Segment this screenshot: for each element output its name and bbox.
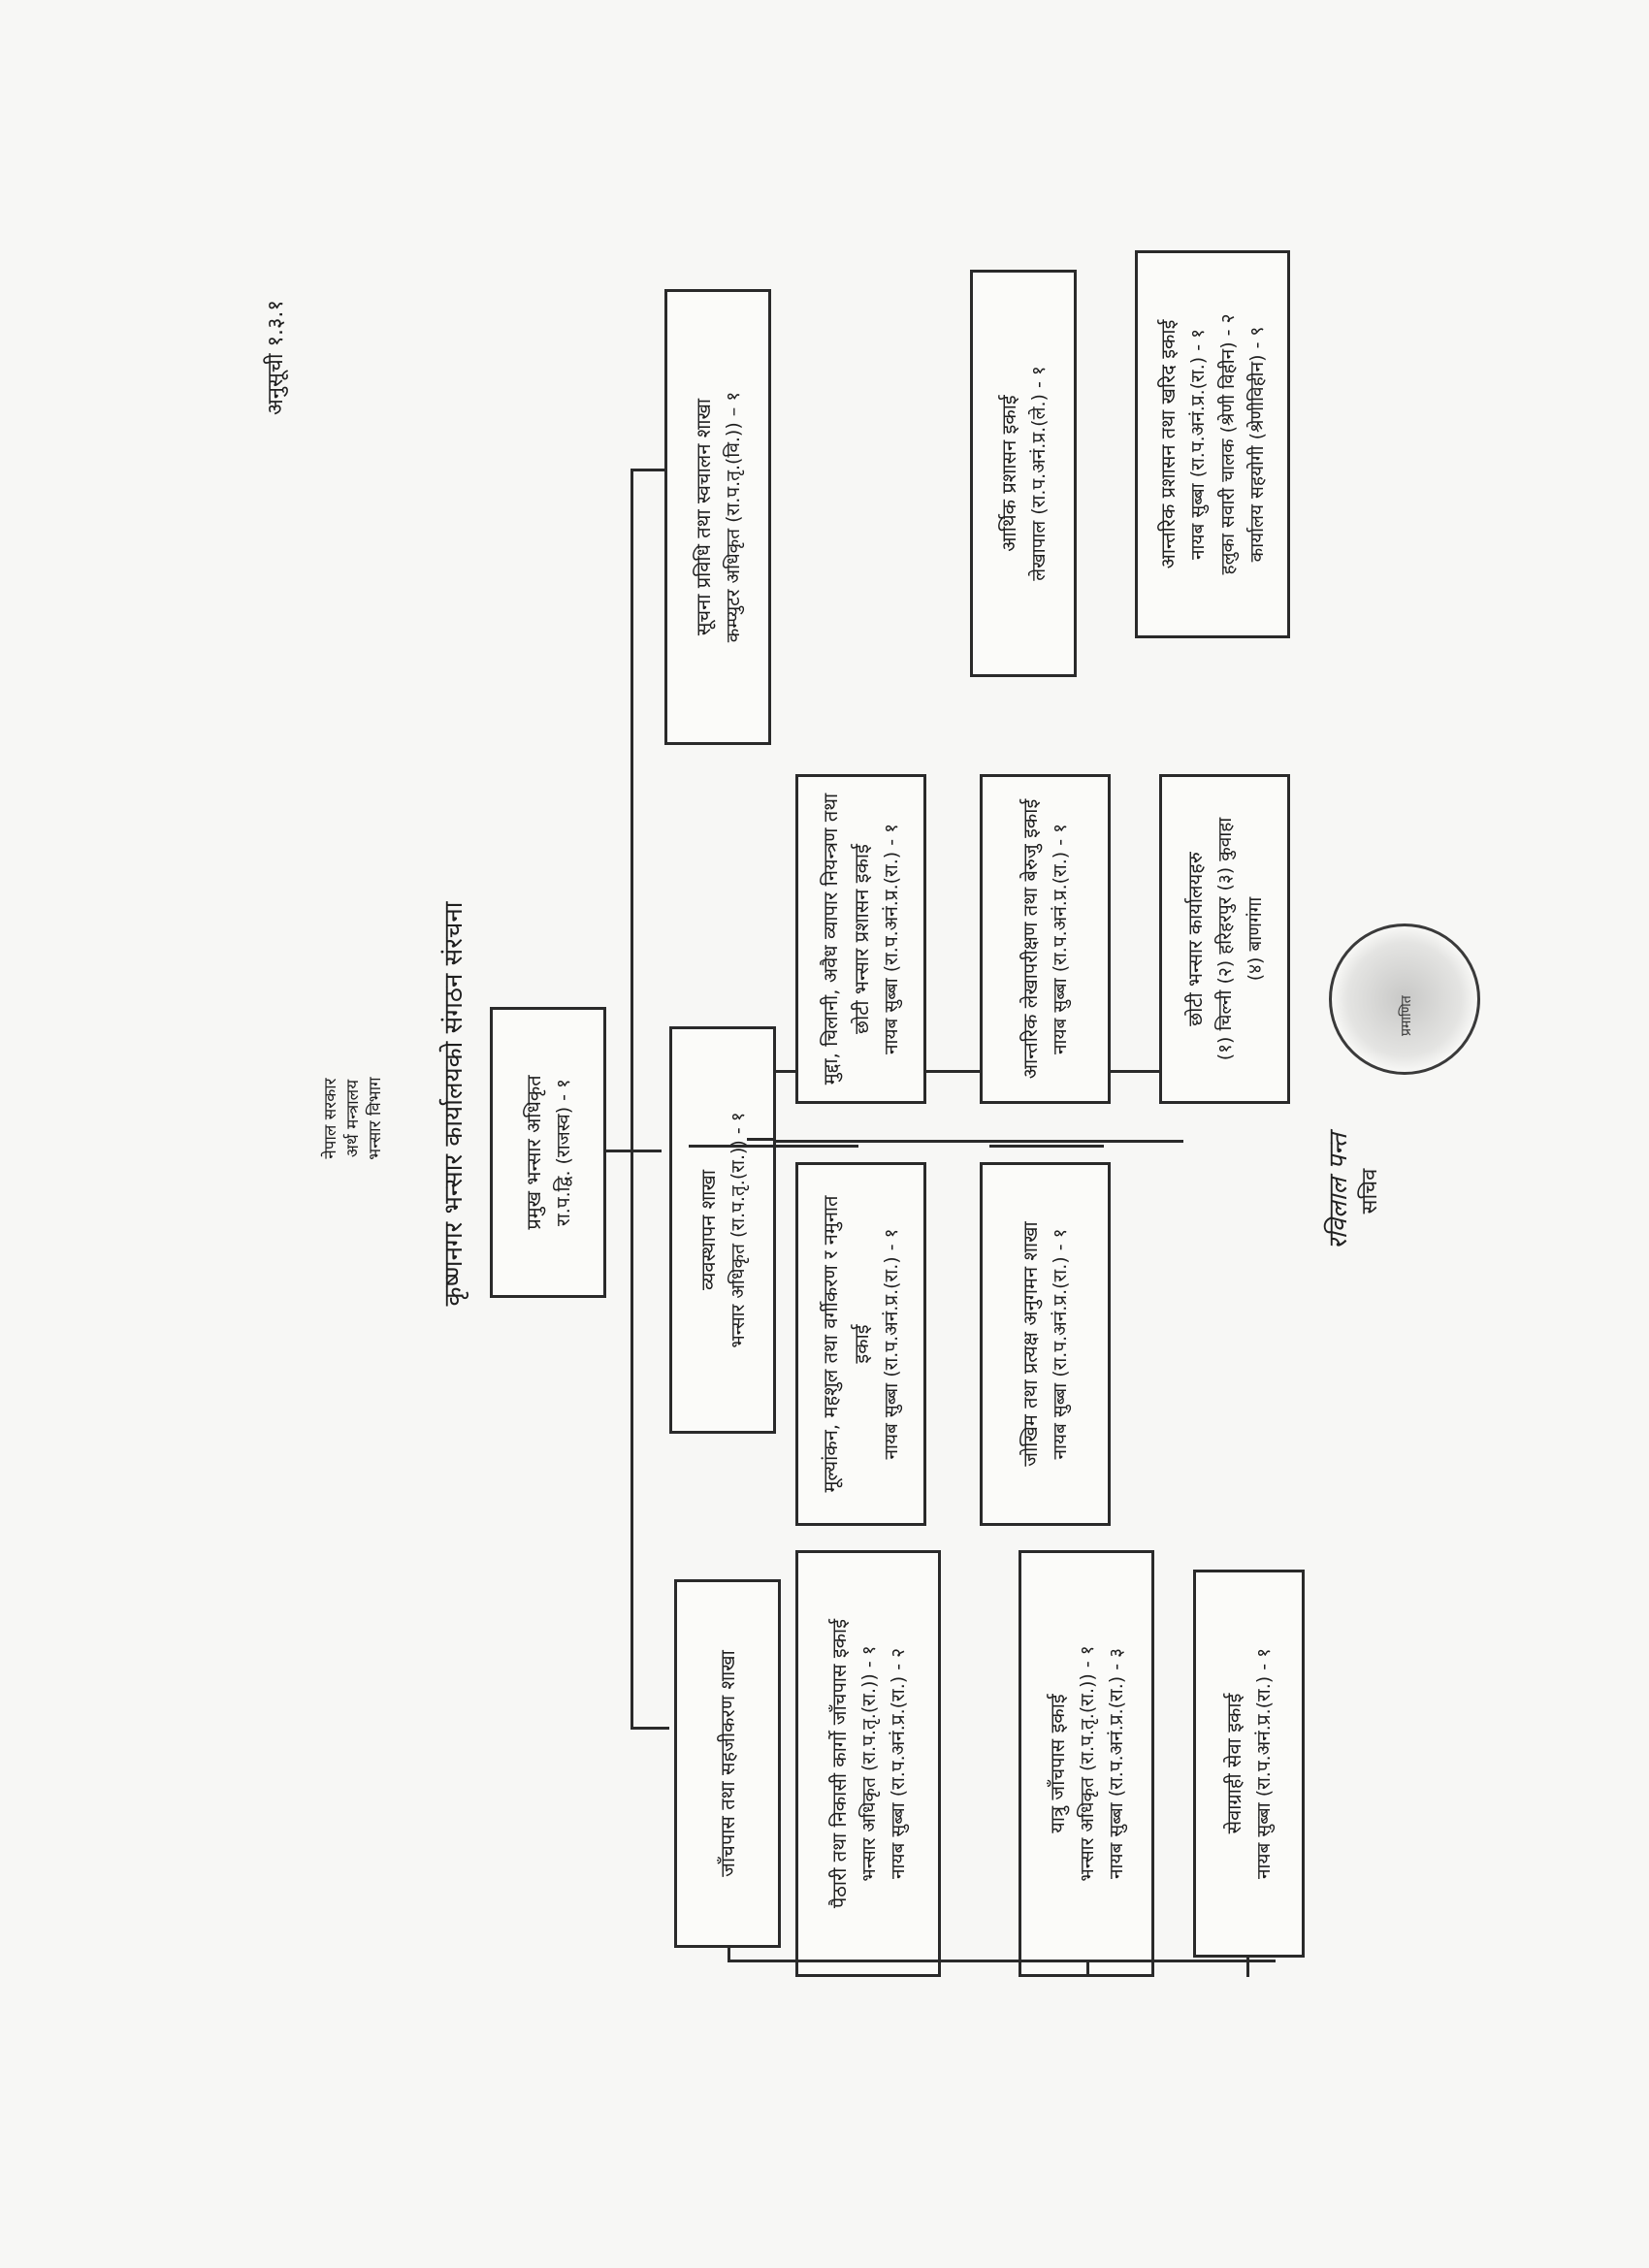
header: नेपाल सरकार अर्थ मन्त्रालय भन्सार विभाग [318, 958, 385, 1279]
header-line-1: नेपाल सरकार [321, 1078, 340, 1159]
left-box-1: जाँचपास तथा सहजीकरण शाखा [674, 1579, 781, 1948]
middle-lower-box-1: मूल्यांकन, महशुल तथा वर्गीकरण र नमुनात इ… [795, 1162, 926, 1526]
left-box-line: भन्सार अधिकृत (रा.प.तृ.(रा.)) - १ [1076, 1645, 1098, 1882]
admin-box: व्यवस्थापन शाखा भन्सार अधिकृत (रा.प.तृ.(… [669, 1026, 776, 1434]
seal-text: प्रमाणित [1399, 995, 1414, 1036]
signature-name: रविलाल पन्त [1324, 1133, 1353, 1249]
connector [989, 1145, 1086, 1148]
left-box-line: भन्सार अधिकृत (रा.प.तृ.(रा.)) - १ [857, 1645, 880, 1882]
middle-box-title: मूल्यांकन, महशुल तथा वर्गीकरण र नमुनात इ… [819, 1195, 874, 1493]
signature-title: सचिव [1358, 1168, 1382, 1215]
middle-box-title: आन्तरिक लेखापरीक्षण तथा बेरुजु इकाई [1018, 798, 1043, 1080]
admin-title: व्यवस्थापन शाखा [695, 1169, 720, 1291]
connector [1084, 1145, 1104, 1148]
middle-upper-box-3: छोटी भन्सार कार्यालयहरु (१) चिल्नी (२) ह… [1159, 774, 1290, 1104]
right-box-line: कम्प्युटर अधिकृत (रा.प.तृ.(वि.)) – १ [722, 391, 744, 643]
middle-box-title: जोखिम तथा प्रत्यक्ष अनुगमन शाखा [1018, 1221, 1043, 1467]
middle-box-title: मुद्दा, चिलानी, अवैध व्यापार नियन्त्रण त… [819, 793, 874, 1085]
middle-box-line: नायब सुब्बा (रा.प.अनं.प्र.(रा.) - १ [881, 1228, 903, 1460]
left-box-line: नायब सुब्बा (रा.प.अनं.प्र.(रा.) - ३ [1106, 1648, 1127, 1880]
middle-upper-box-1: मुद्दा, चिलानी, अवैध व्यापार नियन्त्रण त… [795, 774, 926, 1104]
right-box-title: सूचना प्रविधि तथा स्वचालन शाखा [691, 398, 715, 636]
right-box-line: नायब सुब्बा (रा.प.अनं.प्र.(रा.) - १ [1187, 329, 1210, 561]
connector [1246, 1958, 1249, 1977]
middle-box-line: (१) चिल्नी (२) हरिहरपुर (३) कुवाहा [1214, 817, 1237, 1061]
signature: रविलाल पन्त सचिव [1319, 1075, 1383, 1308]
header-line-3: भन्सार विभाग [366, 1077, 385, 1160]
left-box-line: नायब सुब्बा (रा.प.अनं.प्र.(रा.) - १ [1253, 1648, 1276, 1880]
middle-box-line: (४) बाणगंगा [1244, 896, 1266, 982]
left-box-title: सेवाग्राही सेवा इकाई [1222, 1693, 1246, 1834]
annex-label: अनुसूची १.३.१ [264, 300, 288, 415]
head-title: प्रमुख भन्सार अधिकृत [521, 1075, 545, 1230]
right-box-3: आन्तरिक प्रशासन तथा खरिद इकाई नायब सुब्ब… [1135, 250, 1290, 638]
left-box-3: यात्रु जाँचपास इकाई भन्सार अधिकृत (रा.प.… [1018, 1550, 1154, 1977]
left-box-title: पैठारी तथा निकासी कार्गो जाँचपास इकाई [826, 1618, 851, 1909]
left-box-2: पैठारी तथा निकासी कार्गो जाँचपास इकाई भन… [795, 1550, 941, 1977]
connector [728, 1948, 730, 1962]
connector [630, 1727, 669, 1730]
connector [776, 1140, 1183, 1143]
left-box-title: यात्रु जाँचपास इकाई [1045, 1694, 1069, 1833]
left-box-line: नायब सुब्बा (रा.प.अनं.प्र.(रा.) - २ [888, 1648, 909, 1880]
middle-box-line: नायब सुब्बा (रा.प.अनं.प्र.(रा.) - १ [881, 824, 903, 1055]
middle-lower-box-2: जोखिम तथा प्रत्यक्ष अनुगमन शाखा नायब सुब… [980, 1162, 1111, 1526]
right-box-line: हलुका सवारी चालक (श्रेणी विहीन) - २ [1216, 313, 1239, 575]
head-detail: रा.प.द्वि. (राजस्व) - १ [552, 1079, 574, 1226]
middle-box-line: नायब सुब्बा (रा.प.अनं.प्र.(रा.) - १ [1050, 824, 1072, 1055]
middle-upper-box-2: आन्तरिक लेखापरीक्षण तथा बेरुजु इकाई नायब… [980, 774, 1111, 1104]
connector [606, 1150, 662, 1152]
connector [1086, 1962, 1089, 1977]
chart-title: कृष्णनगर भन्सार कार्यालयको संगठन संरचना [439, 901, 469, 1307]
connector [630, 469, 633, 1730]
right-box-line: लेखापाल (रा.प.अनं.प्र.(ले.) - १ [1027, 366, 1050, 581]
right-box-title: आन्तरिक प्रशासन तथा खरिद इकाई [1156, 319, 1180, 569]
connector [689, 1145, 858, 1148]
middle-box-line: नायब सुब्बा (रा.प.अनं.प्र.(रा.) - १ [1050, 1228, 1072, 1460]
header-line-2: अर्थ मन्त्रालय [343, 1079, 363, 1158]
head-box: प्रमुख भन्सार अधिकृत रा.प.द्वि. (राजस्व)… [490, 1007, 606, 1298]
connector [728, 1960, 1276, 1962]
right-box-line: कार्यालय सहयोगी (श्रेणीविहीन) - ९ [1246, 326, 1269, 563]
connector [630, 469, 664, 471]
right-box-title: आर्थिक प्रशासन इकाई [996, 395, 1020, 552]
left-box-4: सेवाग्राही सेवा इकाई नायब सुब्बा (रा.प.अ… [1193, 1570, 1305, 1958]
middle-box-title: छोटी भन्सार कार्यालयहरु [1183, 852, 1208, 1026]
right-box-1: सूचना प्रविधि तथा स्वचालन शाखा कम्प्युटर… [664, 289, 771, 745]
right-box-2: आर्थिक प्रशासन इकाई लेखापाल (रा.प.अनं.प्… [970, 270, 1077, 677]
left-box-title: जाँचपास तथा सहजीकरण शाखा [716, 1650, 739, 1877]
connector [747, 1138, 776, 1141]
